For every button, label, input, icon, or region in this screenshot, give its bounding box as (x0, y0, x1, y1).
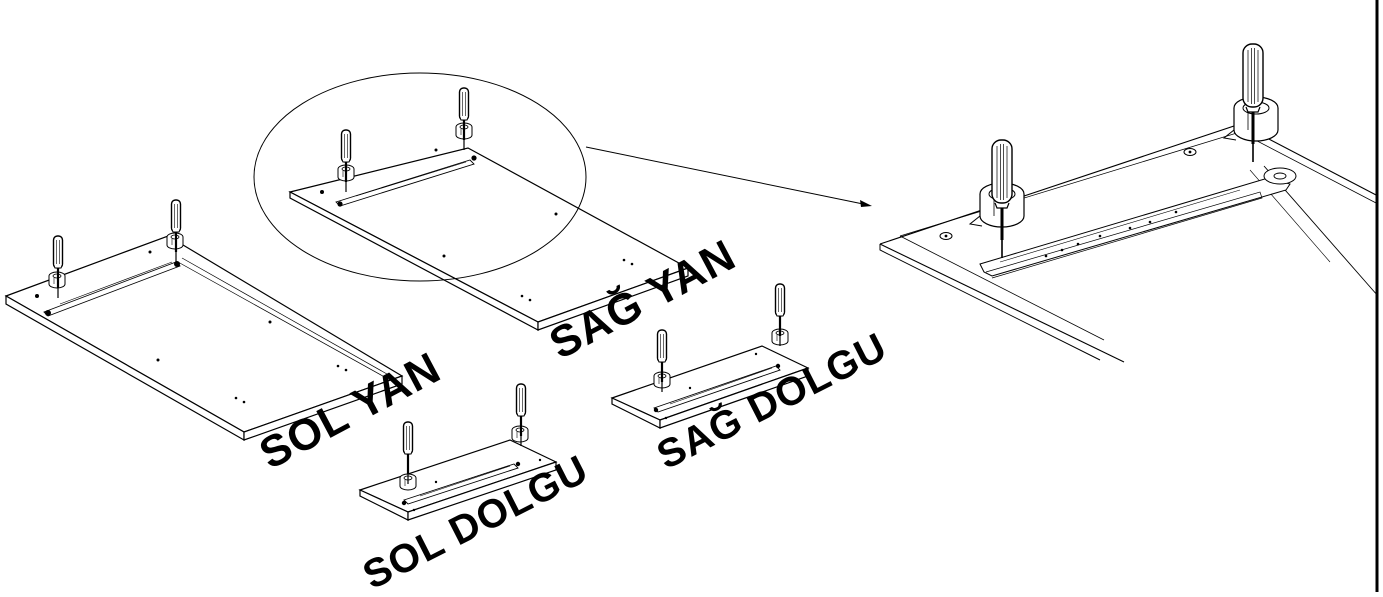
detail-callout-arrow (585, 146, 869, 206)
sol-yan-panel (4, 198, 404, 442)
sag-dolgu-panel (610, 282, 810, 429)
sag-yan-panel (253, 72, 872, 331)
hinge-detail-view (879, 42, 1379, 363)
sol-dolgu-panel (358, 382, 558, 521)
detail-callout-circle (253, 72, 587, 282)
